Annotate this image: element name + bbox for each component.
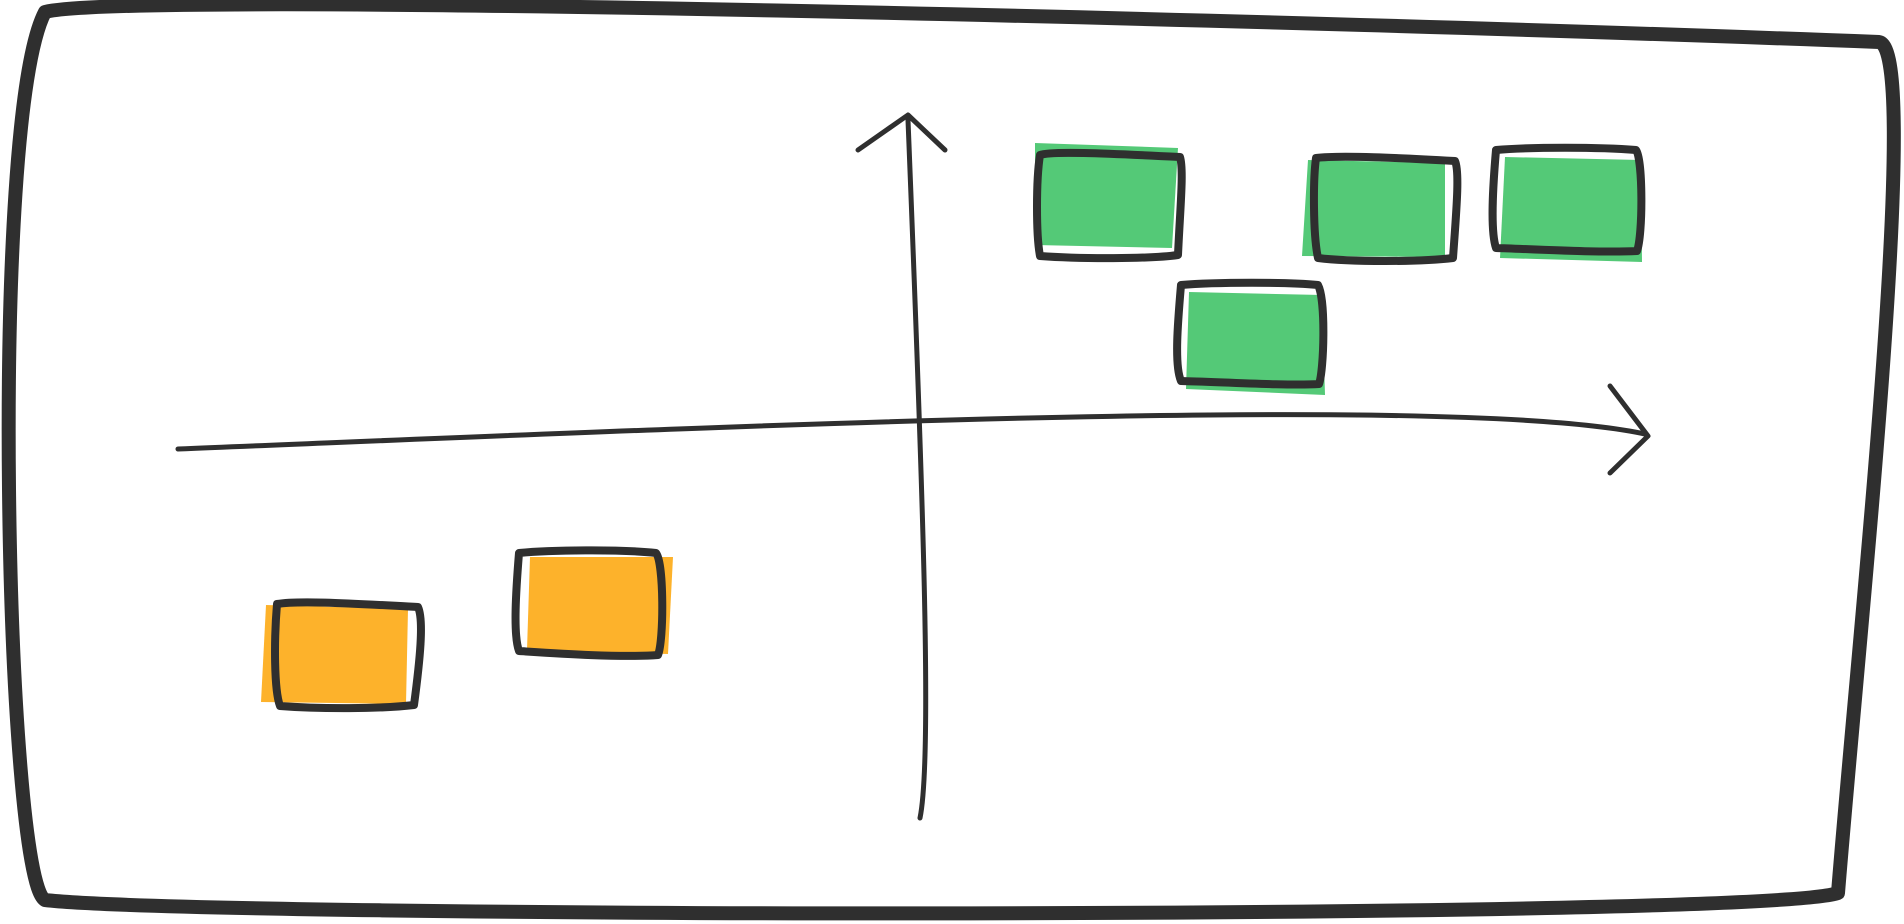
green-notes-group	[1033, 143, 1646, 395]
vertical-axis-line	[905, 117, 929, 821]
green-note-4-fill	[1186, 292, 1325, 395]
orange-note-1	[261, 598, 425, 713]
orange-note-1-outline	[271, 598, 425, 713]
orange-note-2-fill	[527, 557, 673, 654]
green-note-3-outline	[1488, 143, 1646, 256]
green-note-4	[1173, 278, 1328, 395]
green-note-4-outline	[1173, 278, 1328, 389]
orange-notes-group	[261, 546, 673, 713]
vertical-axis	[855, 112, 948, 821]
green-note-1	[1033, 143, 1186, 263]
green-note-2	[1302, 152, 1462, 265]
green-note-2-outline	[1309, 152, 1462, 265]
horizontal-axis	[175, 383, 1651, 476]
orange-note-2-outline	[511, 546, 667, 660]
green-note-3	[1488, 143, 1646, 262]
green-note-3-fill	[1500, 157, 1642, 262]
horizontal-axis-line	[175, 412, 1648, 452]
green-note-1-fill	[1035, 143, 1178, 248]
orange-note-2	[511, 546, 673, 660]
orange-note-1-fill	[261, 605, 408, 704]
vertical-axis-arrowhead	[855, 112, 948, 153]
green-note-1-outline	[1033, 148, 1186, 263]
horizontal-axis-arrowhead	[1607, 383, 1651, 476]
green-note-2-fill	[1302, 160, 1445, 257]
